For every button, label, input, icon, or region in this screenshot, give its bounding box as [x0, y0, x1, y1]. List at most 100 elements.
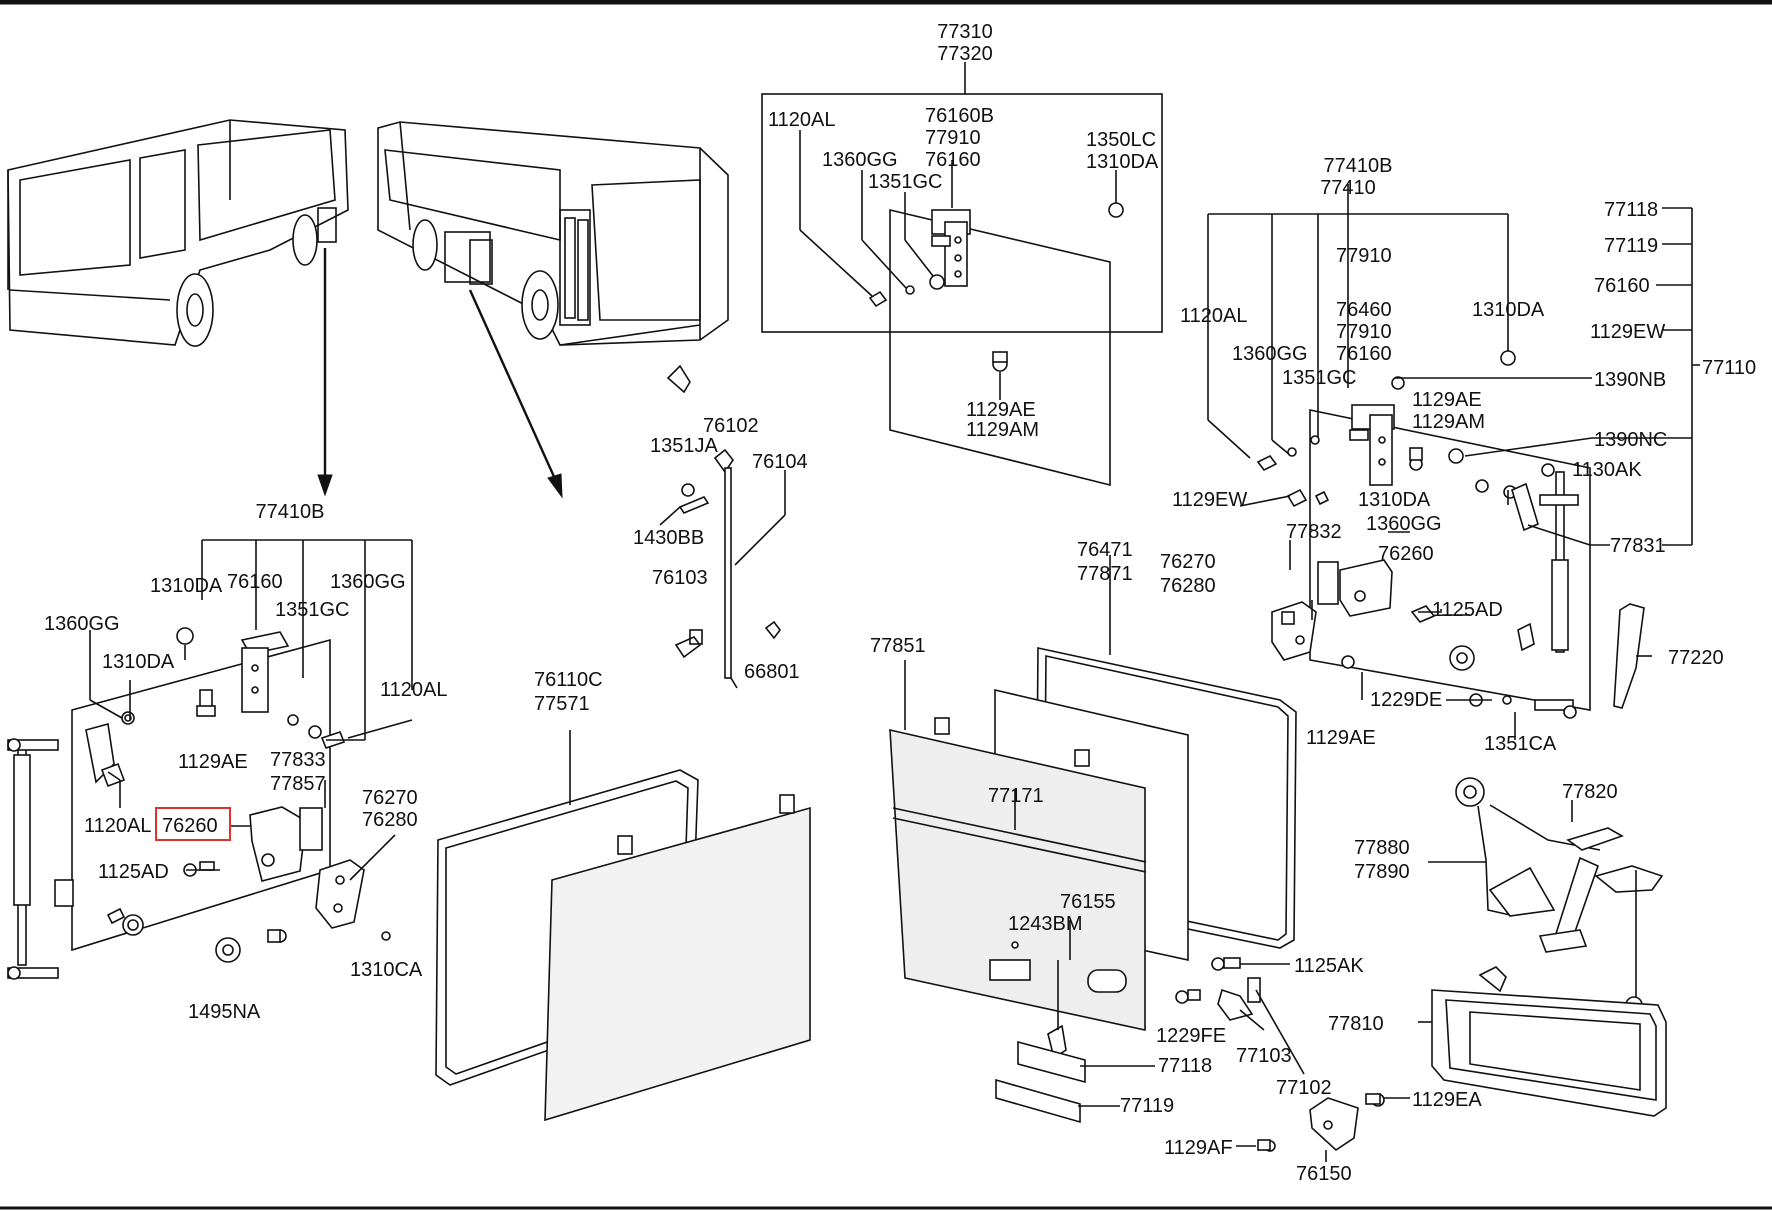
label-1129ae-right-b: 1129AE — [1306, 727, 1376, 749]
label-76160-right: 76160 — [1336, 343, 1392, 365]
bracket-77110 — [1395, 207, 1700, 546]
label-1229de: 1229DE — [1370, 689, 1442, 711]
label-77880: 77880 — [1354, 837, 1410, 859]
label-77119-right: 77119 — [1604, 235, 1658, 257]
left-hinge-assembly — [7, 539, 413, 980]
label-1360gg-right-a: 1360GG — [1232, 343, 1308, 365]
label-77910-right-b: 77910 — [1336, 321, 1392, 343]
label-1129ae-top: 1129AE — [966, 399, 1036, 421]
label-77118-center: 77118 — [1158, 1055, 1212, 1077]
label-76471: 76471 — [1077, 539, 1133, 561]
label-77833: 77833 — [270, 749, 326, 771]
bus-illustration-right — [377, 121, 729, 346]
label-77103: 77103 — [1236, 1045, 1292, 1067]
label-76260-highlighted: 76260 — [162, 815, 218, 837]
label-77320: 77320 — [937, 43, 993, 65]
label-77410b-left: 77410B — [256, 501, 325, 523]
label-1129ae-right-a: 1129AE — [1412, 389, 1482, 411]
label-77171: 77171 — [988, 785, 1044, 807]
rod-and-clip-parts — [659, 364, 786, 689]
label-1390nc: 1390NC — [1594, 429, 1667, 451]
label-1129ea: 1129EA — [1412, 1089, 1482, 1111]
label-76280-left: 76280 — [362, 809, 418, 831]
label-76104: 76104 — [752, 451, 808, 473]
label-1129am-top: 1129AM — [966, 419, 1039, 441]
label-76160-left: 76160 — [227, 571, 283, 593]
label-77118-right: 77118 — [1604, 199, 1658, 221]
label-76155: 76155 — [1060, 891, 1116, 913]
label-1310da-right-b: 1310DA — [1358, 489, 1431, 511]
label-1360gg-left-a: 1360GG — [330, 571, 406, 593]
label-1120al-top: 1120AL — [768, 109, 835, 131]
label-76280-right: 76280 — [1160, 575, 1216, 597]
label-1120al-left-a: 1120AL — [380, 679, 447, 701]
label-76102: 76102 — [703, 415, 759, 437]
label-77102: 77102 — [1276, 1077, 1332, 1099]
right-hinge-assembly — [1207, 184, 1652, 740]
top-hinge-assembly — [761, 62, 1163, 487]
label-1310da-left-b: 1310DA — [102, 651, 175, 673]
label-77831: 77831 — [1610, 535, 1666, 557]
label-1350lc-top: 1350LC — [1086, 129, 1156, 151]
label-1129ew-right: 1129EW — [1172, 489, 1247, 511]
label-1310da-right-a: 1310DA — [1472, 299, 1545, 321]
label-1125ad-left: 1125AD — [98, 861, 169, 883]
label-76270-right: 76270 — [1160, 551, 1216, 573]
label-1125ak: 1125AK — [1294, 955, 1364, 977]
highlight-box-76260 — [155, 807, 231, 841]
label-1360gg-left-b: 1360GG — [44, 613, 120, 635]
part-labels: 77310 77320 1120AL 76160B 77910 76160 13… — [44, 21, 1756, 1185]
label-1129ew-right-b: 1129EW — [1590, 321, 1665, 343]
center-panel-stack — [889, 555, 1297, 1124]
lower-hardware — [1175, 957, 1410, 1162]
label-1430bb: 1430BB — [633, 527, 704, 549]
label-1129af: 1129AF — [1164, 1137, 1233, 1159]
label-77119-center: 77119 — [1120, 1095, 1174, 1117]
lock-handle-assembly — [1418, 777, 1667, 1117]
label-1351ca: 1351CA — [1484, 733, 1557, 755]
label-77220: 77220 — [1668, 647, 1724, 669]
label-1129ae-left: 1129AE — [178, 751, 248, 773]
label-77110: 77110 — [1702, 357, 1756, 379]
label-1130ak: 1130AK — [1572, 459, 1642, 481]
label-1243bm: 1243BM — [1008, 913, 1083, 935]
label-1390nb: 1390NB — [1594, 369, 1666, 391]
label-76150: 76150 — [1296, 1163, 1352, 1185]
label-77810: 77810 — [1328, 1013, 1384, 1035]
label-76160-top: 76160 — [925, 149, 981, 171]
label-1351gc-right: 1351GC — [1282, 367, 1357, 389]
label-77820: 77820 — [1562, 781, 1618, 803]
label-1310da-top: 1310DA — [1086, 151, 1159, 173]
label-1351gc-left: 1351GC — [275, 599, 350, 621]
label-77910-top: 77910 — [925, 127, 981, 149]
label-1360gg-top: 1360GG — [822, 149, 898, 171]
label-76110c: 76110C — [534, 669, 603, 691]
label-77571: 77571 — [534, 693, 590, 715]
label-1229fe: 1229FE — [1156, 1025, 1226, 1047]
label-77871: 77871 — [1077, 563, 1133, 585]
label-77410b-right: 77410B — [1324, 155, 1393, 177]
label-1310da-left-a: 1310DA — [150, 575, 223, 597]
label-77890: 77890 — [1354, 861, 1410, 883]
label-1125ad-right: 1125AD — [1432, 599, 1503, 621]
label-76460: 76460 — [1336, 299, 1392, 321]
label-1351ja: 1351JA — [650, 435, 718, 457]
label-66801: 66801 — [744, 661, 800, 683]
label-1495na: 1495NA — [188, 1001, 261, 1023]
side-panel-76110c — [435, 730, 811, 1122]
label-77410-right: 77410 — [1320, 177, 1376, 199]
label-1351gc-top: 1351GC — [868, 171, 943, 193]
label-77857: 77857 — [270, 773, 326, 795]
label-76160b-top: 76160B — [925, 105, 994, 127]
label-1360gg-right-b: 1360GG — [1366, 513, 1442, 535]
label-76160-right-b: 76160 — [1594, 275, 1650, 297]
label-1120al-left-b: 1120AL — [84, 815, 151, 837]
label-76270-left: 76270 — [362, 787, 418, 809]
label-1120al-right: 1120AL — [1180, 305, 1247, 327]
bus-illustration-left — [7, 119, 349, 347]
label-77910-right-a: 77910 — [1336, 245, 1392, 267]
label-76260-right: 76260 — [1378, 543, 1434, 565]
label-1310ca: 1310CA — [350, 959, 423, 981]
